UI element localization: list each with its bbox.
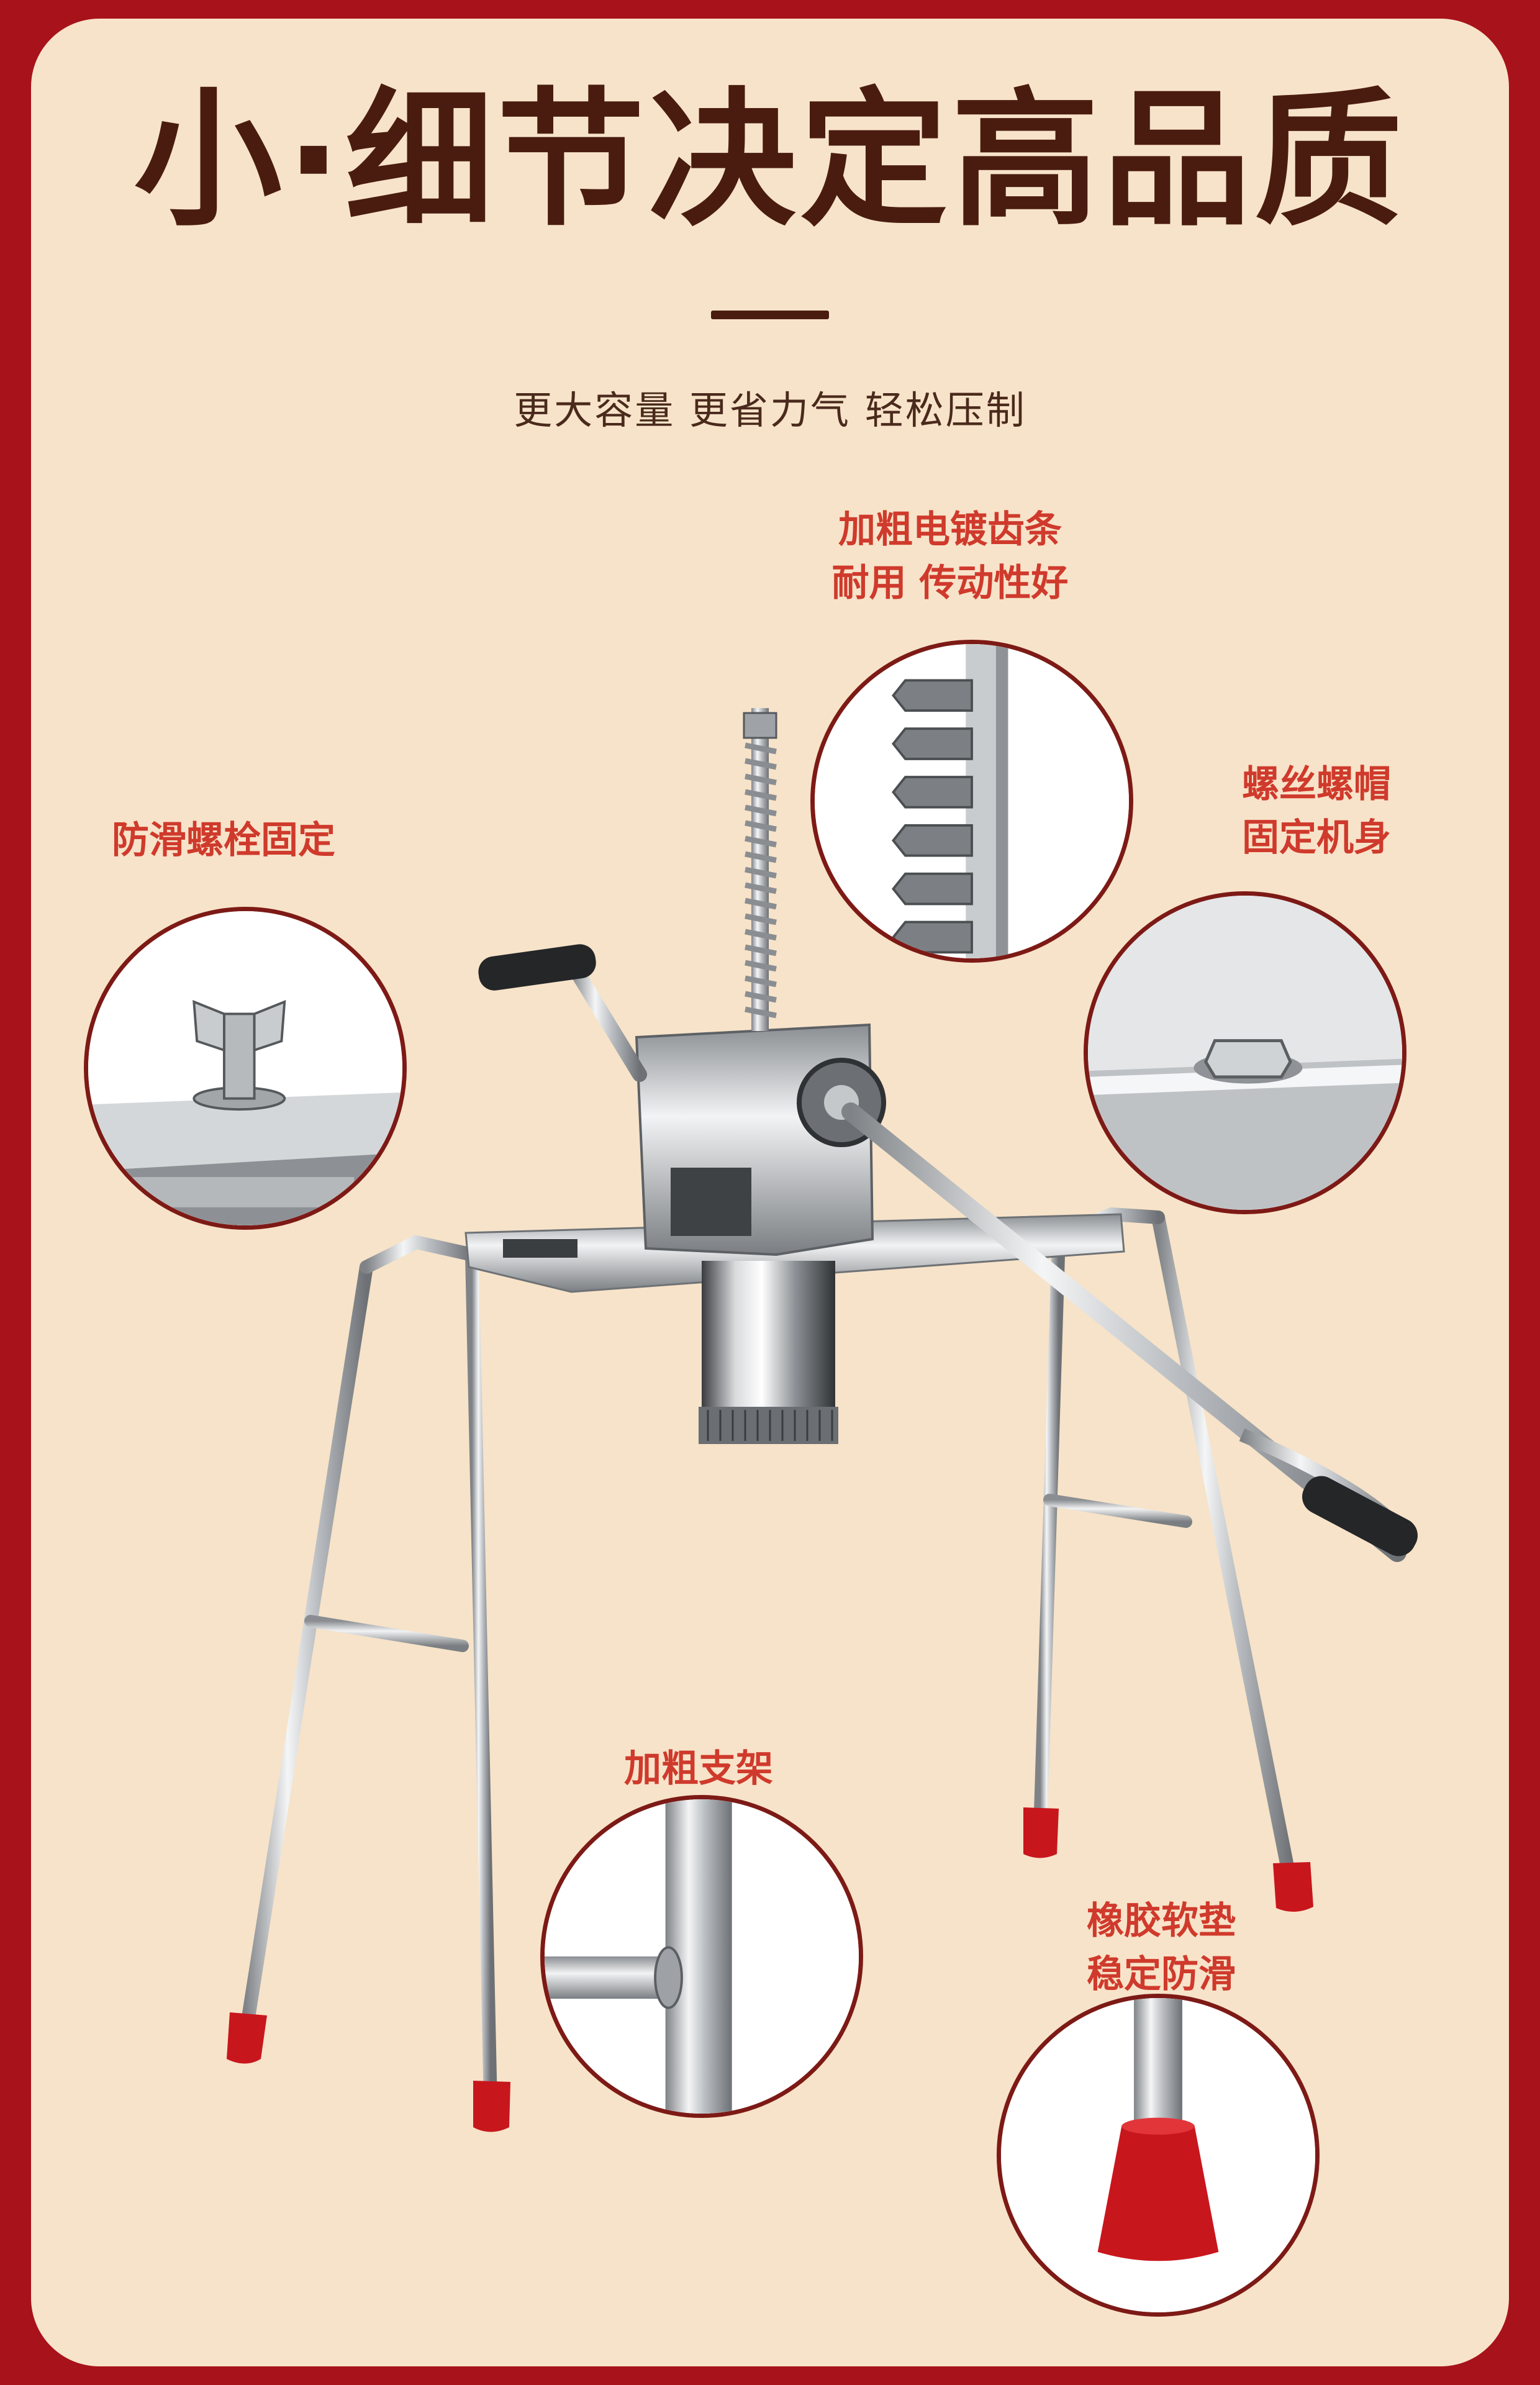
frame-detail-circle [540, 1795, 863, 2118]
callout-bolt-line1: 防滑螺栓固定 [112, 819, 335, 862]
hex-nut-icon [1088, 896, 1402, 1210]
rack-gear-icon [815, 644, 1129, 958]
cylinder-nozzle-ring [699, 1407, 838, 1444]
top-crossbar [464, 1213, 1125, 1293]
welded-joint-icon [545, 1799, 859, 2114]
nut-detail-circle [1084, 891, 1406, 1214]
callout-nut-line1: 螺丝螺帽 [1242, 763, 1391, 806]
bolt-detail-circle [84, 907, 407, 1230]
callout-nut: 螺丝螺帽 固定机身 [1198, 758, 1434, 865]
housing-window [671, 1168, 751, 1236]
wing-bolt-icon [88, 911, 402, 1225]
press-lever [841, 1102, 1406, 1562]
press-cylinder [702, 1261, 835, 1422]
lever-grip [1302, 1476, 1418, 1556]
crank-arm [564, 955, 647, 1082]
content-panel: 小·细节决定高品质 更大容量 更省力气 轻松压制 [31, 19, 1509, 2366]
callout-frame-line1: 加粗支架 [624, 1747, 773, 1791]
pad-detail-circle [997, 1994, 1320, 2317]
callout-rack-line2: 耐用 传动性好 [831, 561, 1069, 605]
rack-spring [745, 742, 777, 1019]
crossbar-clamp [503, 1239, 578, 1258]
cross-braces [304, 1494, 1192, 1652]
callout-rack: 加粗电镀齿条 耐用 传动性好 [826, 503, 1074, 610]
rack-top-nut [743, 712, 777, 739]
rack-detail-circle [810, 640, 1133, 963]
callout-nut-line2: 固定机身 [1242, 816, 1391, 860]
page-subtitle: 更大容量 更省力气 轻松压制 [514, 388, 1026, 433]
callout-pad-line1: 橡胶软垫 [1087, 1899, 1236, 1943]
page-title: 小·细节决定高品质 [134, 75, 1406, 247]
crank-grip [478, 944, 596, 991]
callout-pad-line2: 稳定防滑 [1087, 1953, 1236, 1996]
press-machine-illustration [227, 708, 1418, 2132]
title-divider [711, 311, 829, 319]
callout-frame: 加粗支架 [574, 1742, 823, 1796]
nozzle-knurl [707, 1410, 833, 1441]
callout-pad: 橡胶软垫 稳定防滑 [1037, 1894, 1285, 2001]
callout-rack-line1: 加粗电镀齿条 [838, 508, 1062, 552]
callout-bolt: 防滑螺栓固定 [93, 814, 354, 867]
rubber-feet [227, 1807, 1313, 2132]
rubber-foot-icon [1001, 1998, 1315, 2312]
